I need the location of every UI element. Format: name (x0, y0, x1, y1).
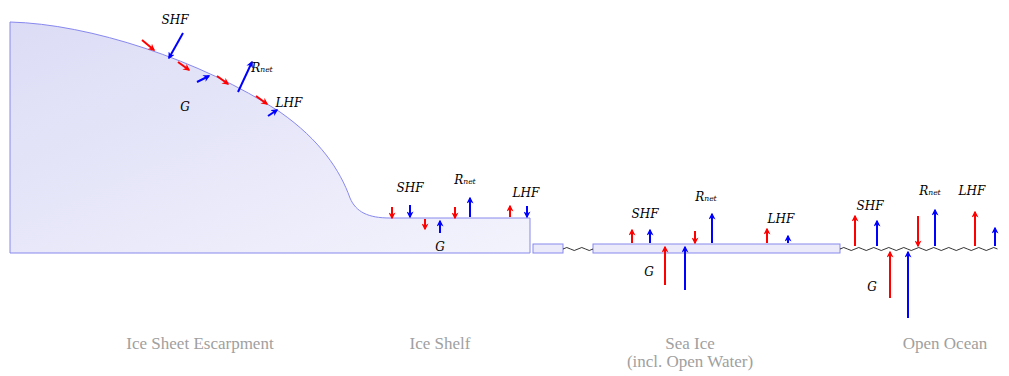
flux-arrow (439, 221, 441, 233)
flux-label: SHF (856, 200, 883, 212)
flux-arrows (142, 33, 995, 318)
flux-label: SHF (396, 182, 423, 194)
flux-arrow (217, 76, 228, 84)
ice-floe (533, 244, 563, 253)
region-label: Ice Sheet Escarpment (126, 335, 273, 352)
flux-arrow (197, 76, 209, 82)
flux-arrow (424, 219, 426, 229)
flux-arrow (766, 229, 768, 243)
flux-arrow (169, 33, 183, 58)
region-label: (incl. Open Water) (627, 353, 753, 370)
flux-arrow (526, 206, 528, 217)
flux-label: Rₙₑₜ (454, 174, 476, 186)
water-surface (563, 248, 593, 251)
flux-arrow (631, 230, 633, 243)
flux-arrow (934, 210, 936, 246)
flux-arrow (256, 96, 267, 104)
flux-arrow (454, 207, 456, 218)
flux-arrow (391, 207, 393, 218)
flux-arrow (684, 247, 686, 290)
flux-label: Rₙₑₜ (919, 185, 941, 197)
flux-label: LHF (513, 187, 540, 199)
flux-arrow (268, 110, 277, 116)
flux-arrow (178, 62, 189, 70)
flux-arrow (409, 205, 411, 217)
flux-label: SHF (161, 14, 188, 26)
sea-ice (593, 244, 840, 253)
flux-arrow (238, 62, 252, 92)
flux-arrow (854, 216, 856, 246)
ice-sheet (10, 22, 530, 253)
flux-label: SHF (631, 208, 658, 220)
flux-label: LHF (768, 213, 795, 225)
flux-label: Rₙₑₜ (251, 62, 273, 74)
flux-arrow (142, 40, 154, 50)
flux-arrow (889, 252, 891, 298)
flux-arrow (694, 231, 696, 243)
flux-label: LHF (959, 185, 986, 197)
flux-arrow (469, 198, 471, 217)
flux-arrow (649, 230, 651, 243)
flux-label: Rₙₑₜ (695, 191, 717, 203)
flux-arrow (907, 252, 909, 318)
flux-arrow (917, 216, 919, 246)
flux-label: G (180, 101, 190, 113)
flux-label: G (867, 281, 877, 293)
flux-arrow (509, 206, 511, 217)
flux-label: G (644, 266, 654, 278)
flux-arrow (664, 247, 666, 285)
region-label: Open Ocean (903, 335, 988, 352)
flux-label: LHF (276, 97, 303, 109)
flux-arrow (974, 212, 976, 246)
flux-label: G (435, 241, 445, 253)
region-label: Ice Shelf (410, 335, 471, 352)
water-surface (840, 248, 998, 251)
flux-arrow (787, 236, 789, 243)
region-label: Sea Ice (665, 335, 715, 352)
flux-arrow (994, 228, 996, 246)
flux-arrow (876, 221, 878, 246)
flux-arrow (711, 214, 713, 243)
